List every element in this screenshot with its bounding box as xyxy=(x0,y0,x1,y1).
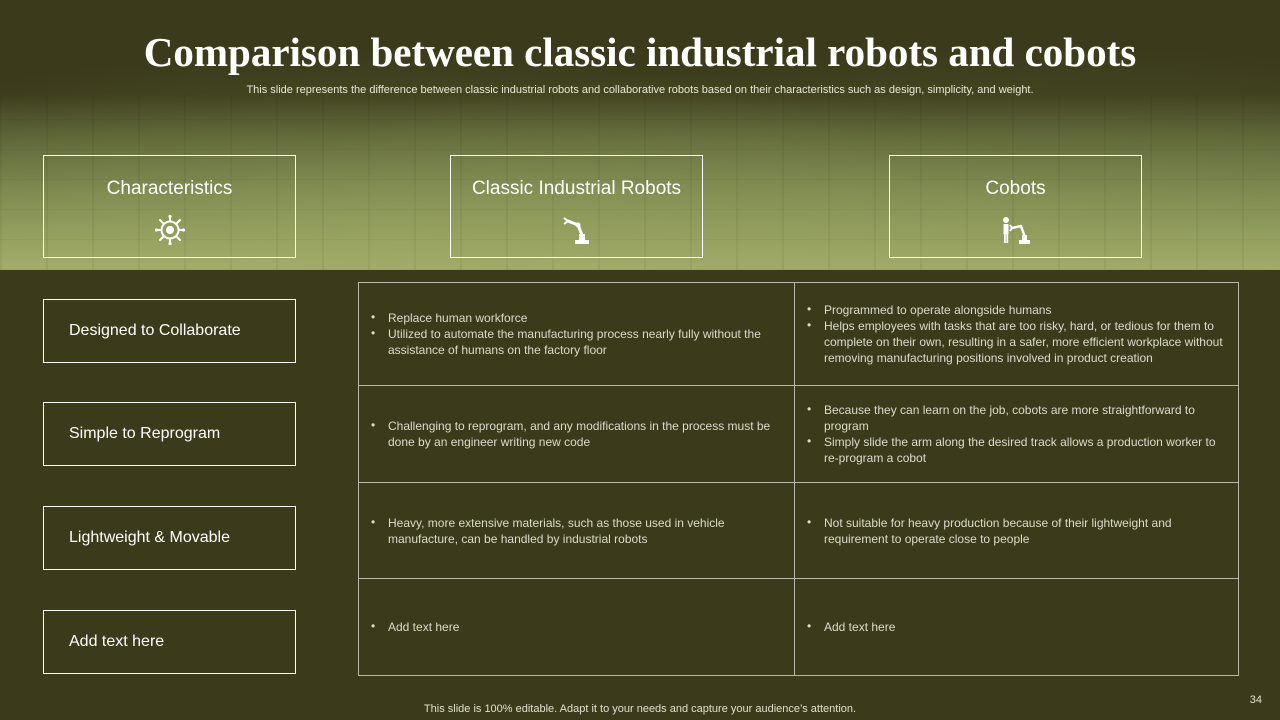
bullet-list: Add text here xyxy=(371,618,780,635)
comparison-table: Replace human workforce Utilized to auto… xyxy=(358,282,1239,676)
list-item: Not suitable for heavy production becaus… xyxy=(807,514,1225,547)
table-cell-classic-row3: Heavy, more extensive materials, such as… xyxy=(359,483,795,579)
header-background xyxy=(0,0,1280,270)
slide-subtitle: This slide represents the difference bet… xyxy=(246,84,1034,96)
table-cell-cobots-row3: Not suitable for heavy production becaus… xyxy=(795,483,1239,579)
list-item: Add text here xyxy=(371,618,780,635)
list-item: Helps employees with tasks that are too … xyxy=(807,317,1225,366)
list-item: Replace human workforce xyxy=(371,309,780,326)
bullet-list: Because they can learn on the job, cobot… xyxy=(807,401,1225,466)
header-characteristics: Characteristics xyxy=(43,155,296,258)
header-texture xyxy=(0,95,1280,270)
header-cobots-label: Cobots xyxy=(985,178,1046,199)
characteristic-lightweight-movable: Lightweight & Movable xyxy=(43,506,296,570)
list-item: Simply slide the arm along the desired t… xyxy=(807,433,1225,466)
header-cobots: Cobots xyxy=(889,155,1142,258)
bullet-list: Challenging to reprogram, and any modifi… xyxy=(371,417,780,450)
header-classic-robots: Classic Industrial Robots xyxy=(450,155,703,258)
list-item: Because they can learn on the job, cobot… xyxy=(807,401,1225,434)
list-item: Programmed to operate alongside humans xyxy=(807,301,1225,318)
table-cell-classic-row1: Replace human workforce Utilized to auto… xyxy=(359,283,795,386)
characteristic-add-text: Add text here xyxy=(43,610,296,674)
table-cell-cobots-row2: Because they can learn on the job, cobot… xyxy=(795,386,1239,483)
bullet-list: Not suitable for heavy production becaus… xyxy=(807,514,1225,547)
table-cell-classic-row2: Challenging to reprogram, and any modifi… xyxy=(359,386,795,483)
slide-title: Comparison between classic industrial ro… xyxy=(143,29,1137,75)
bullet-list: Add text here xyxy=(807,618,1225,635)
header-classic-robots-label: Classic Industrial Robots xyxy=(471,178,682,199)
robot-arm-icon xyxy=(562,217,589,244)
person-robot-icon xyxy=(1002,217,1030,244)
bullet-list: Heavy, more extensive materials, such as… xyxy=(371,514,780,547)
table-cell-cobots-row4: Add text here xyxy=(795,579,1239,675)
bullet-list: Programmed to operate alongside humans H… xyxy=(807,301,1225,366)
header-characteristics-label: Characteristics xyxy=(106,178,233,199)
footer-note: This slide is 100% editable. Adapt it to… xyxy=(423,703,857,715)
list-item: Add text here xyxy=(807,618,1225,635)
characteristic-designed-to-collaborate: Designed to Collaborate xyxy=(43,299,296,363)
list-item: Heavy, more extensive materials, such as… xyxy=(371,514,780,547)
characteristic-simple-to-reprogram: Simple to Reprogram xyxy=(43,402,296,466)
bullet-list: Replace human workforce Utilized to auto… xyxy=(371,309,780,358)
table-cell-cobots-row1: Programmed to operate alongside humans H… xyxy=(795,283,1239,386)
page-number: 34 xyxy=(1249,694,1262,706)
list-item: Challenging to reprogram, and any modifi… xyxy=(371,417,780,450)
table-cell-classic-row4: Add text here xyxy=(359,579,795,675)
gear-icon xyxy=(154,214,185,246)
list-item: Utilized to automate the manufacturing p… xyxy=(371,325,780,358)
